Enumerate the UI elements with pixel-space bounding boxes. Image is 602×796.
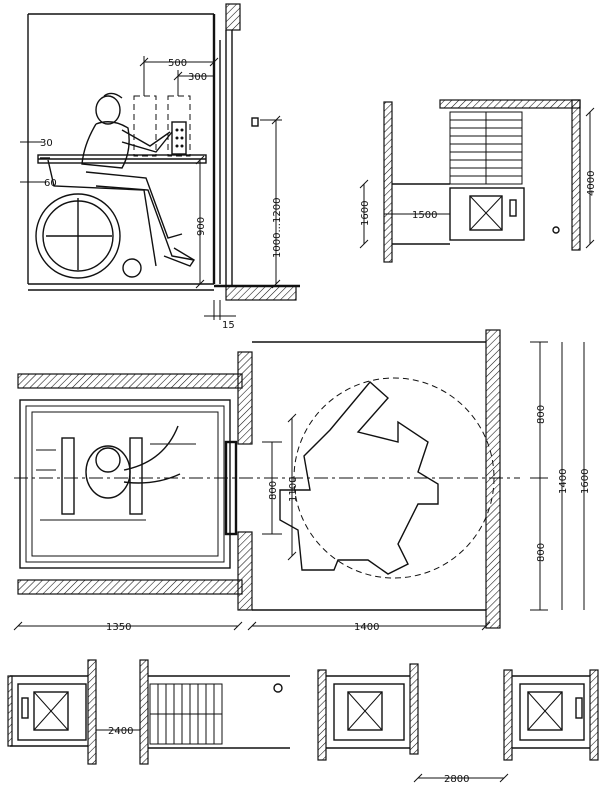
cabin-and-landing-plan: 800 1100 800 800 1400 1600 1350 1400 bbox=[13, 329, 591, 633]
bottom-right-plan: 2800 bbox=[317, 663, 599, 785]
control-panel-position bbox=[167, 95, 191, 157]
call-button-icon bbox=[552, 226, 560, 234]
dim-2800: 2800 bbox=[444, 774, 469, 785]
dim-800-door: 800 bbox=[268, 481, 279, 500]
wheelchair-caster-icon bbox=[122, 258, 142, 278]
dim-800-bottom: 800 bbox=[536, 543, 547, 562]
elevator-section-view: 500 300 30 60 900 1000...1200 15 bbox=[20, 3, 300, 331]
dim-1000-1200: 1000...1200 bbox=[272, 198, 283, 258]
dim-15: 15 bbox=[222, 320, 235, 331]
dim-1600-right: 1600 bbox=[580, 469, 591, 494]
stair-elevator-plan: 4000 1600 1500 bbox=[359, 99, 597, 263]
dim-300: 300 bbox=[188, 72, 207, 83]
dim-1400-bottom: 1400 bbox=[354, 622, 379, 633]
dim-1400: 1400 bbox=[558, 469, 569, 494]
dim-800-top: 800 bbox=[536, 405, 547, 424]
wheelchair-user-figure bbox=[35, 92, 195, 279]
wheelchair-top-view bbox=[36, 425, 196, 521]
shaft-wall-top bbox=[225, 3, 241, 31]
dim-1600: 1600 bbox=[360, 201, 371, 226]
dim-500: 500 bbox=[168, 58, 187, 69]
dim-1350: 1350 bbox=[106, 622, 131, 633]
landing-floor-slab bbox=[225, 285, 297, 301]
stair-flight bbox=[449, 111, 523, 185]
dim-2400: 2400 bbox=[108, 726, 133, 737]
bottom-left-plan: 2400 bbox=[7, 659, 290, 765]
hall-call-button-icon bbox=[251, 117, 259, 127]
cabin-interior bbox=[19, 399, 231, 569]
dim-1100: 1100 bbox=[288, 477, 299, 502]
wheelchair-wheel-icon bbox=[35, 193, 121, 279]
control-panel-alt-position bbox=[133, 95, 157, 157]
dim-4000: 4000 bbox=[586, 171, 597, 196]
dim-30: 30 bbox=[40, 138, 53, 149]
control-panel-icon bbox=[171, 121, 187, 155]
dim-900: 900 bbox=[196, 217, 207, 236]
dim-60: 60 bbox=[44, 178, 57, 189]
dim-1500: 1500 bbox=[412, 210, 437, 221]
